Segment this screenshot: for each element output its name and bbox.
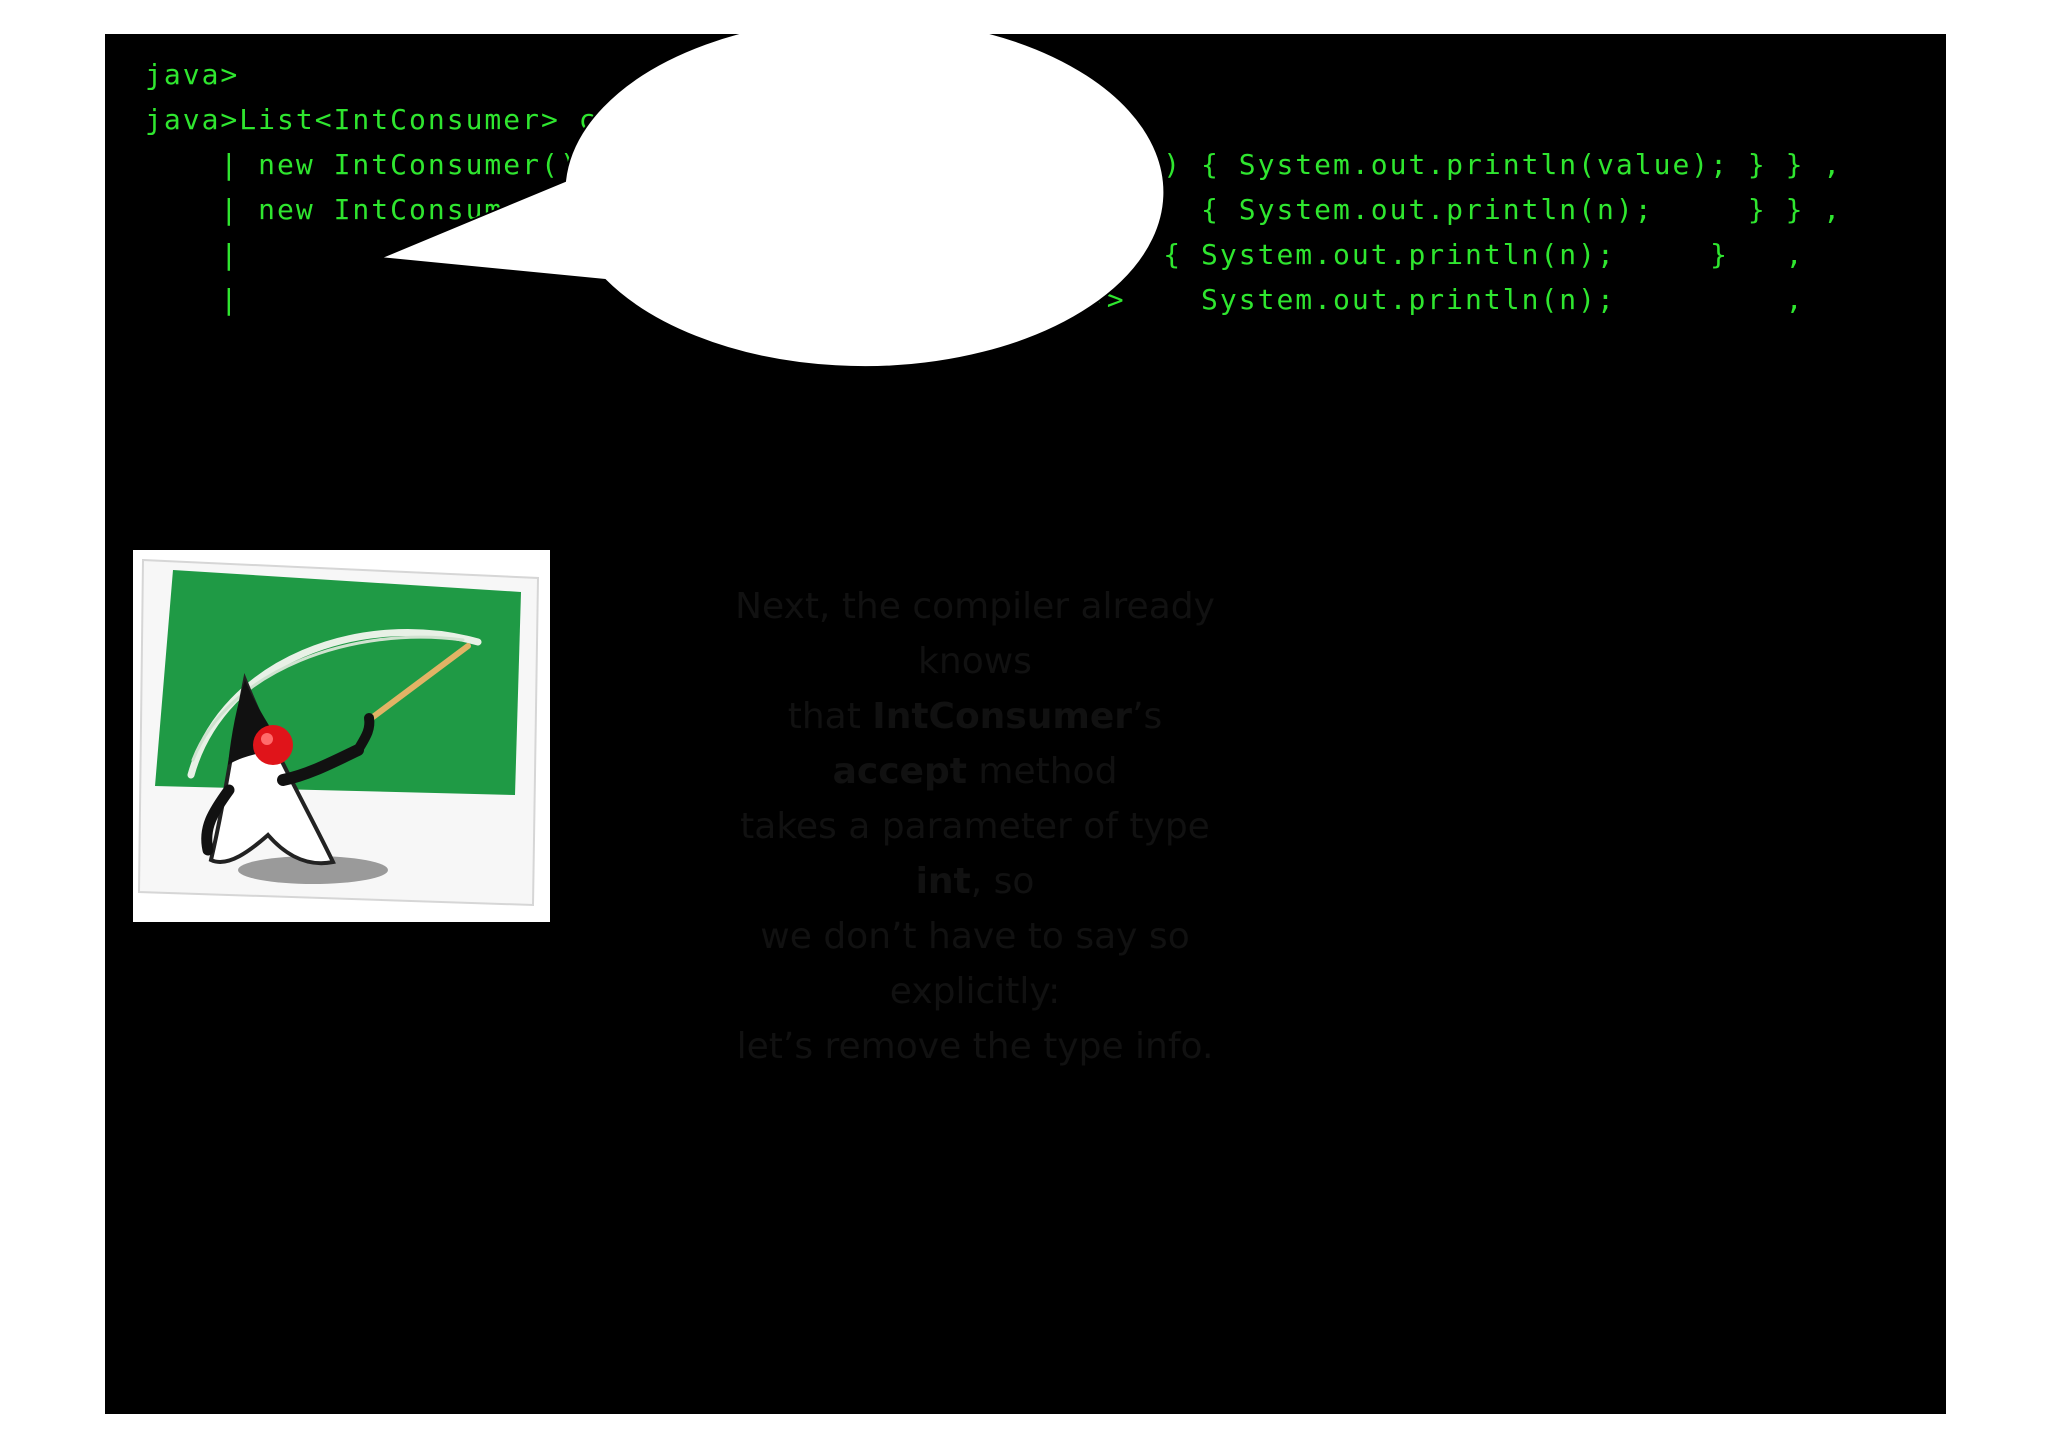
bubble-text-fragment: takes a parameter of type [740, 806, 1210, 847]
bubble-text-fragment: , so [970, 861, 1035, 902]
duke-illustration [133, 550, 550, 922]
speech-bubble-text: Next, the compiler already knows that In… [725, 579, 1225, 1074]
bubble-line-2: that IntConsumer’s accept method [725, 689, 1225, 799]
bubble-line-5: let’s remove the type info. [736, 1026, 1214, 1067]
duke-mascot-teaching-at-chalkboard-icon [137, 558, 540, 907]
bubble-keyword-accept: accept [832, 751, 967, 792]
bubble-keyword-int: int [915, 861, 971, 902]
bubble-line-3: takes a parameter of type int, so [725, 799, 1225, 909]
slide-canvas: java> java>List<IntConsumer> consumers =… [105, 34, 1946, 1414]
bubble-line-1: Next, the compiler already knows [735, 586, 1215, 682]
bubble-line-4: we don’t have to say so explicitly: [760, 916, 1190, 1012]
console-line-prompt: java> [145, 58, 240, 91]
bubble-text-fragment: that [787, 696, 873, 737]
speech-bubble [379, 34, 1166, 369]
bubble-text-fragment: method [966, 751, 1118, 792]
bubble-text-fragment: ’s [1132, 696, 1163, 737]
bubble-keyword-intconsumer: IntConsumer [872, 696, 1133, 737]
